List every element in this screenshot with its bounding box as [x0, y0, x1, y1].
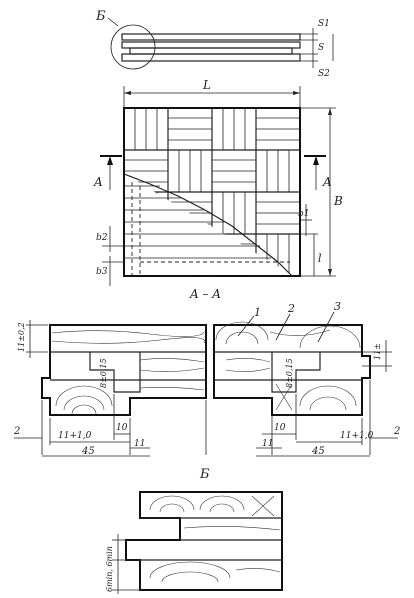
section-mark-right: A	[322, 175, 332, 189]
dim-45-left: 45	[81, 446, 95, 457]
dim-s1-label: S1	[318, 19, 330, 29]
dim-b1-label: b1	[298, 209, 310, 219]
dim-tongue-right: 8±0,15	[285, 358, 294, 388]
side-view: Б S1 S S2	[95, 9, 334, 79]
detail-b: Б 6min, 6min	[105, 467, 283, 594]
dim-11-10-right: 11+1,0	[340, 431, 374, 441]
dim-l-small-label: l	[318, 252, 322, 265]
part-3-label: 3	[334, 300, 341, 313]
dim-10-left: 10	[116, 423, 128, 433]
section-mark-left: A	[93, 175, 103, 189]
view-b-callout-label: Б	[95, 9, 106, 24]
section-left: 11±0,2 8±0,15 2 11+1,0 10 11 45	[13, 320, 207, 457]
dim-s2-label: S2	[318, 69, 330, 79]
dim-11-left: 11	[134, 439, 145, 449]
dimension-l: L	[123, 78, 301, 108]
dim-gap-right: 2	[393, 426, 400, 437]
view-b-callout-circle	[110, 24, 156, 70]
dim-11-right: 11	[262, 439, 273, 449]
dim-tongue-left: 8±0,15	[99, 358, 108, 388]
section-right: 1 2 3 11± 8±0,15 10 11 45 11+1,0 2	[213, 300, 400, 457]
dim-11-10-left: 11+1,0	[58, 431, 92, 441]
plan-view: A A B l b1 b2 b3 A – A	[93, 107, 343, 301]
dim-gap-left: 2	[13, 426, 20, 437]
dim-45-right: 45	[311, 446, 325, 457]
detail-title: Б	[199, 467, 210, 482]
dim-b3-label: b3	[96, 267, 108, 277]
part-2-label: 2	[287, 302, 295, 315]
part-1-label: 1	[254, 306, 261, 319]
dim-top-right: 11±	[373, 343, 382, 360]
dim-b2-label: b2	[96, 233, 108, 243]
section-title: A – A	[189, 287, 221, 301]
dim-top-left: 11±0,2	[17, 322, 26, 352]
dim-l-label: L	[202, 78, 211, 92]
dim-10-right: 10	[274, 423, 286, 433]
dim-b-label: B	[333, 194, 343, 208]
dim-s-label: S	[318, 43, 324, 53]
dim-bmin-label: 6min, 6min	[105, 546, 114, 592]
